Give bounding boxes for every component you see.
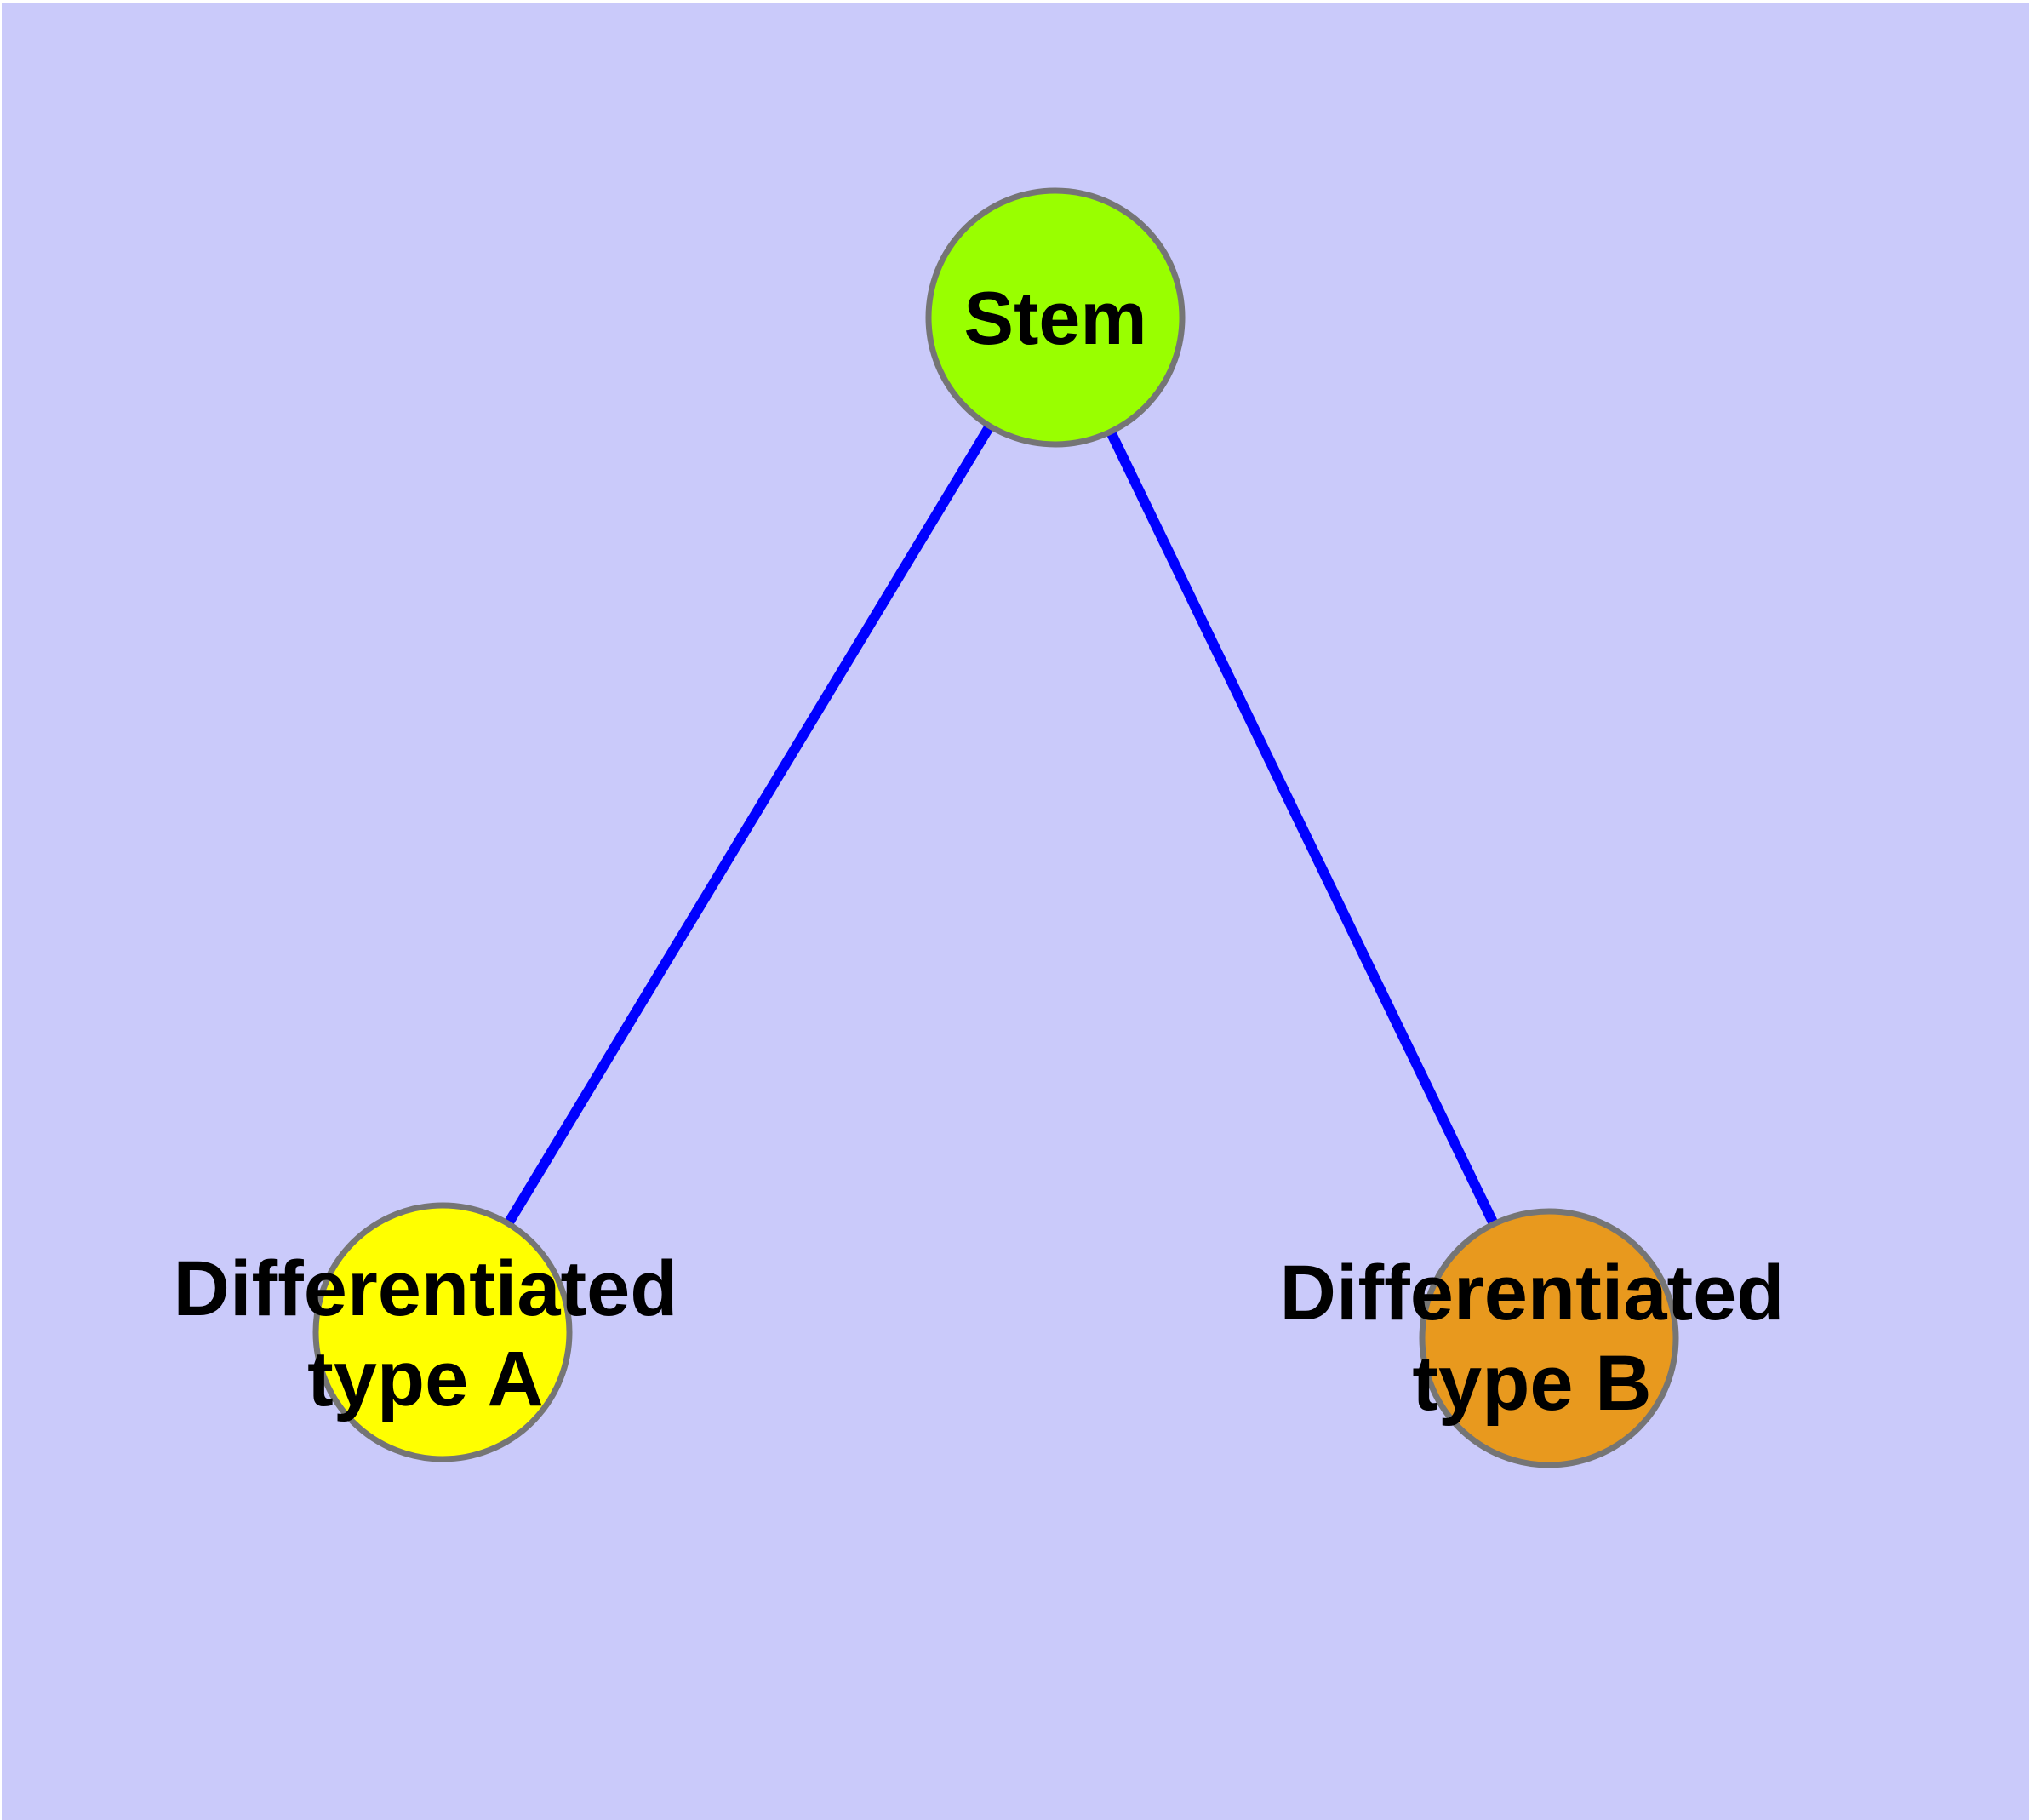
node-label-type-b: Differentiated type B [1280, 1248, 1785, 1428]
node-label-stem: Stem [963, 281, 1146, 356]
edge-stem-to-type-b [1050, 315, 1554, 1341]
node-label-type-a: Differentiated type A [174, 1244, 678, 1424]
edge-stem-to-type-a [437, 314, 1060, 1336]
label-line: Differentiated [1279, 1250, 1785, 1336]
label-line: Stem [963, 276, 1147, 360]
node-type-b [1419, 1208, 1679, 1468]
label-line: Differentiated [173, 1245, 678, 1332]
label-line: type A [307, 1336, 544, 1422]
label-line: type B [1412, 1340, 1652, 1427]
node-type-a [312, 1202, 573, 1462]
node-stem [925, 187, 1186, 448]
